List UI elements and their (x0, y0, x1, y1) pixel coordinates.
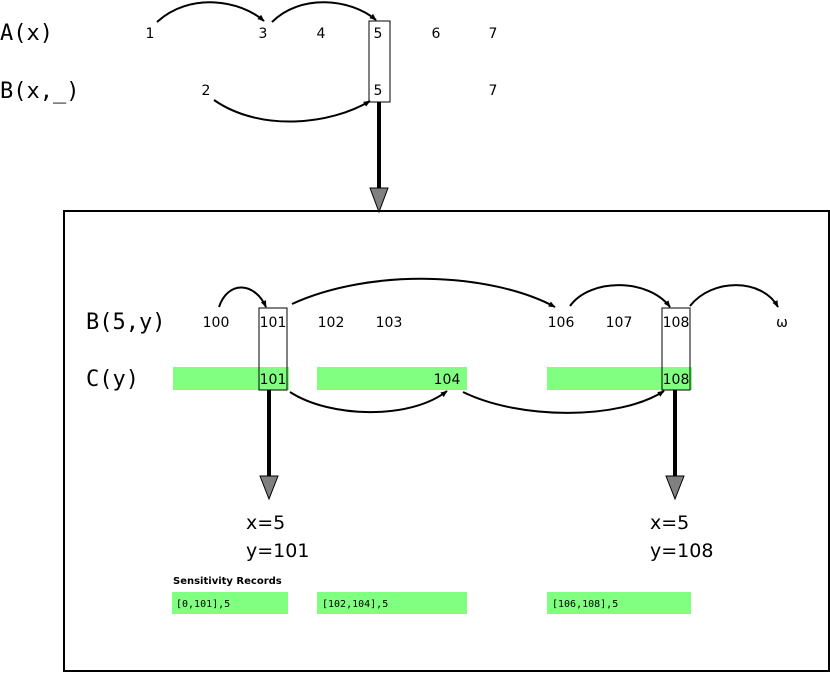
output-arrow-head (259, 475, 279, 501)
seek-arrow (289, 390, 448, 414)
output-arrow-head (665, 475, 685, 501)
sensitivity-record: [102,104],5 (322, 599, 388, 610)
box-row-b-value: 108 (663, 315, 690, 331)
result-y: y=101 (246, 540, 309, 562)
box-row-b-value: 102 (318, 315, 345, 331)
result-x: x=5 (650, 512, 689, 534)
box-row-b-label: B(5,y) (86, 310, 165, 335)
expand-arrow-head (369, 187, 389, 214)
c-range-bar (547, 367, 692, 390)
c-range-bar (173, 367, 289, 390)
box-row-b-value: 106 (548, 315, 575, 331)
box-row-c-value: 108 (663, 372, 690, 388)
row-b-value: 2 (202, 83, 211, 99)
row-a-value: 4 (317, 26, 326, 42)
row-a-label: A(x) (0, 21, 53, 46)
box-row-b-value: 107 (606, 315, 633, 331)
seek-arrow (291, 277, 556, 308)
sensitivity-record: [106,108],5 (552, 599, 618, 610)
row-b-value: 5 (374, 83, 383, 99)
sensitivity-record-bar (172, 592, 288, 614)
seek-arrow (213, 99, 371, 123)
row-b-value: 7 (489, 83, 498, 99)
row-a-value: 3 (259, 26, 268, 42)
detail-box (63, 210, 830, 672)
box-row-b-value: ω (776, 315, 788, 331)
row-a-value: 1 (146, 26, 155, 42)
result-y: y=108 (650, 540, 713, 562)
seek-arrow (271, 1, 377, 23)
box-row-b-value: 101 (260, 315, 287, 331)
sensitivity-record-bar (317, 592, 467, 614)
box-row-c-label: C(y) (86, 367, 139, 392)
result-x: x=5 (246, 512, 285, 534)
box-row-b-value: 100 (203, 315, 230, 331)
sensitivity-title: Sensitivity Records (173, 576, 282, 587)
seek-arrow (569, 284, 671, 308)
box-row-b-value: 103 (376, 315, 403, 331)
box-row-c-value: 104 (434, 372, 461, 388)
row-a-value: 7 (489, 26, 498, 42)
row-b-label: B(x,_) (0, 79, 79, 104)
seek-arrow (218, 286, 267, 308)
sensitivity-record: [0,101],5 (176, 599, 230, 610)
match-box (258, 307, 288, 391)
seek-arrow (462, 390, 665, 414)
sensitivity-record-bar (547, 592, 691, 614)
seek-arrow (156, 1, 265, 23)
c-range-bar (317, 367, 467, 390)
box-row-c-value: 101 (260, 372, 287, 388)
row-a-value: 6 (432, 26, 441, 42)
row-a-value: 5 (374, 26, 383, 42)
seek-arrow (689, 284, 779, 308)
